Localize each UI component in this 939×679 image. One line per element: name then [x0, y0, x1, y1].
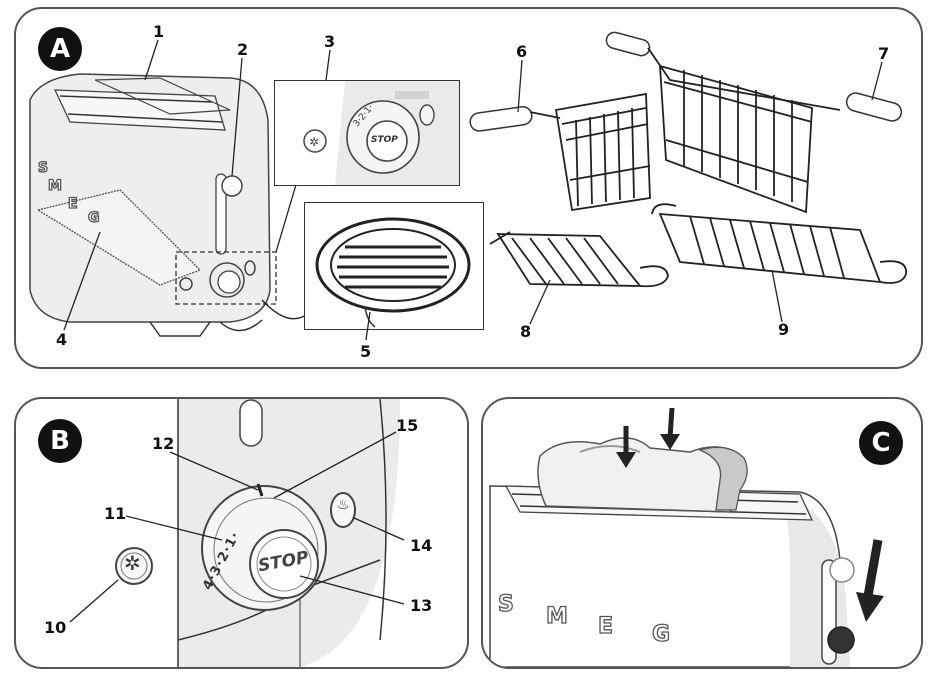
inset-bottom-view — [304, 202, 484, 330]
label-13: 13 — [410, 596, 433, 615]
label-7: 7 — [878, 44, 890, 63]
label-1: 1 — [153, 22, 165, 41]
label-2: 2 — [237, 40, 249, 59]
snowflake-icon[interactable]: ✲ — [124, 551, 141, 575]
panel-a-badge: A — [38, 27, 82, 71]
label-3: 3 — [324, 32, 336, 51]
label-10: 10 — [44, 618, 67, 637]
label-12: 12 — [152, 434, 175, 453]
bottom-grill-drawing — [315, 217, 471, 328]
inset-controls-detail: ✲ STOP 3·2·1· — [274, 80, 460, 186]
brand-letter-g-a: G — [87, 209, 100, 226]
brand-letter-g-c: G — [651, 621, 671, 647]
lever-knob-down — [827, 626, 855, 654]
label-4: 4 — [56, 330, 68, 349]
brand-letter-e-a: E — [67, 195, 78, 212]
label-15: 15 — [396, 416, 419, 435]
label-14: 14 — [410, 536, 433, 555]
brand-letter-m-c: M — [545, 603, 568, 629]
brand-letter-m-a: M — [47, 177, 62, 194]
label-8: 8 — [520, 322, 532, 341]
stop-label-small: STOP — [371, 135, 398, 145]
brand-letter-s-a: S — [37, 159, 49, 176]
brand-letter-e-c: E — [597, 613, 614, 639]
panel-c-badge: C — [859, 421, 903, 465]
controls-detail-drawing: ✲ — [303, 81, 459, 185]
brand-letter-s-c: S — [497, 591, 514, 617]
reheat-icon[interactable]: ♨ — [337, 497, 350, 513]
label-6: 6 — [516, 42, 528, 61]
panel-b-badge: B — [38, 419, 82, 463]
label-5: 5 — [360, 342, 372, 361]
label-11: 11 — [104, 504, 127, 523]
snowflake-icon-small: ✲ — [309, 135, 319, 149]
label-9: 9 — [778, 320, 790, 339]
